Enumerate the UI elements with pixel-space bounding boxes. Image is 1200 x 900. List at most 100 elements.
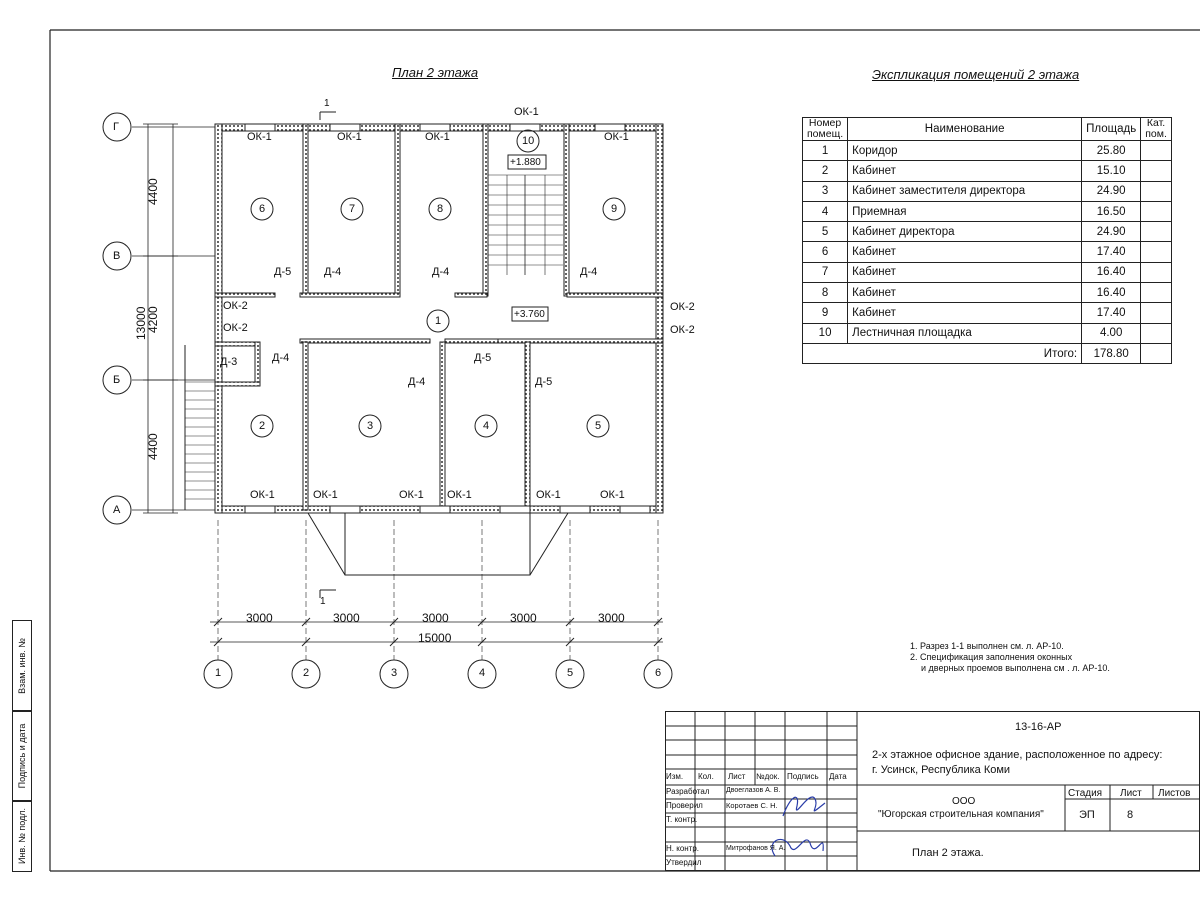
note-2: 2. Спецификация заполнения оконных: [910, 652, 1073, 662]
wall-segment: [444, 338, 501, 344]
header-category: Кат. пом.: [1140, 117, 1172, 141]
stage-label: Стадия: [1068, 788, 1103, 799]
window-label: ОК-2: [223, 322, 248, 334]
stage-value: ЭП: [1079, 809, 1095, 821]
door-label: Д-5: [274, 266, 292, 278]
title-block-grid: [665, 711, 1200, 871]
axis-letter: А: [113, 504, 121, 516]
signature-1: [782, 796, 826, 817]
window-opening: [329, 123, 361, 132]
room-area: 15.10: [1081, 160, 1142, 182]
wall-segment: [214, 292, 276, 298]
side-cell-replace: Взам. инв. №: [12, 620, 32, 712]
room-area: 16.40: [1081, 282, 1142, 304]
dimension-tick: [301, 637, 311, 647]
axis-bubble: [291, 659, 321, 689]
room-category: [1140, 180, 1172, 202]
level-box-stair: [507, 154, 547, 170]
section-number: 1: [320, 596, 326, 607]
room-name: Кабинет: [847, 241, 1083, 263]
room-area: 16.40: [1081, 261, 1142, 284]
window-opening: [499, 505, 531, 514]
axis-bubble: [102, 112, 132, 142]
door-label: Д-5: [535, 376, 553, 388]
room-number-circle: [340, 197, 364, 221]
room-number: 5: [801, 221, 849, 243]
signature-2: [771, 838, 824, 857]
sheet-value: 8: [1127, 809, 1134, 821]
dimension-horizontal: 3000: [598, 611, 625, 625]
room-name: Кабинет директора: [847, 221, 1083, 243]
room-category: [1140, 221, 1172, 243]
axis-bubble: [203, 659, 233, 689]
room-number: 2: [259, 420, 266, 432]
axis-bubble: [379, 659, 409, 689]
room-number: 8: [801, 282, 849, 304]
room-number: 10: [801, 322, 849, 344]
axis-letter: Г: [113, 121, 119, 133]
window-opening: [559, 505, 591, 514]
dimension-total-horizontal: 15000: [418, 631, 452, 645]
room-category: [1140, 302, 1172, 324]
name-ncontrol: Митрофанов Я. А.: [726, 845, 786, 852]
role-approver: Утвердил: [666, 858, 702, 867]
room-area: 25.80: [1081, 139, 1142, 162]
axis-letter: Б: [113, 374, 121, 386]
room-number: 9: [611, 203, 618, 215]
window-label: ОК-1: [247, 131, 272, 143]
explication-header-row: Номер помещ. Наименование Площадь Кат. п…: [801, 117, 1172, 141]
role-tcontrol: Т. контр.: [666, 815, 698, 824]
explication-title: Экспликация помещений 2 этажа: [872, 67, 1080, 82]
door-label: Д-4: [324, 266, 342, 278]
dimension-total-vertical: 13000: [134, 306, 148, 340]
room-number-circle: [516, 129, 540, 153]
axis-number: 6: [655, 667, 662, 679]
window-label: ОК-2: [223, 300, 248, 312]
wall-segment: [482, 123, 489, 297]
window-label: ОК-1: [604, 131, 629, 143]
room-number: 3: [801, 180, 849, 202]
explication-total-row: Итого: 178.80: [801, 342, 1172, 365]
window-opening: [619, 505, 651, 514]
axis-number: 5: [567, 667, 574, 679]
window-label: ОК-1: [514, 106, 539, 118]
wall-segment: [214, 381, 261, 387]
room-area: 24.90: [1081, 221, 1142, 243]
room-name: Кабинет: [847, 302, 1083, 324]
company-line-2: "Югорская строительная компания": [878, 809, 1044, 820]
door-label: Д-5: [474, 352, 492, 364]
side-label-inv: Инв. № подл.: [17, 807, 27, 865]
room-number: 3: [367, 420, 374, 432]
room-name: Приемная: [847, 200, 1083, 223]
room-name: Кабинет: [847, 282, 1083, 304]
room-number: 6: [259, 203, 266, 215]
total-label: Итого:: [847, 342, 1083, 365]
wall-segment: [302, 123, 309, 297]
wall-segment: [563, 123, 570, 297]
room-category: [1140, 139, 1172, 162]
axis-number: 3: [391, 667, 398, 679]
wall-segment: [302, 341, 309, 511]
room-number-circle: [426, 309, 450, 333]
dimension-tick: [565, 637, 575, 647]
section-number: 1: [324, 98, 330, 109]
axis-number: 2: [303, 667, 310, 679]
room-number: 4: [483, 420, 490, 432]
dimension-tick: [213, 617, 223, 627]
room-number-circle: [586, 414, 610, 438]
col-header-izm: Изм.: [666, 772, 684, 781]
axis-letter: В: [113, 250, 121, 262]
window-label: ОК-1: [425, 131, 450, 143]
total-value: 178.80: [1081, 342, 1142, 365]
room-number: 6: [801, 241, 849, 263]
window-opening: [419, 123, 451, 132]
window-opening: [244, 123, 276, 132]
window-label: ОК-1: [250, 489, 275, 501]
window-label: ОК-1: [600, 489, 625, 501]
wall-segment: [214, 123, 223, 514]
